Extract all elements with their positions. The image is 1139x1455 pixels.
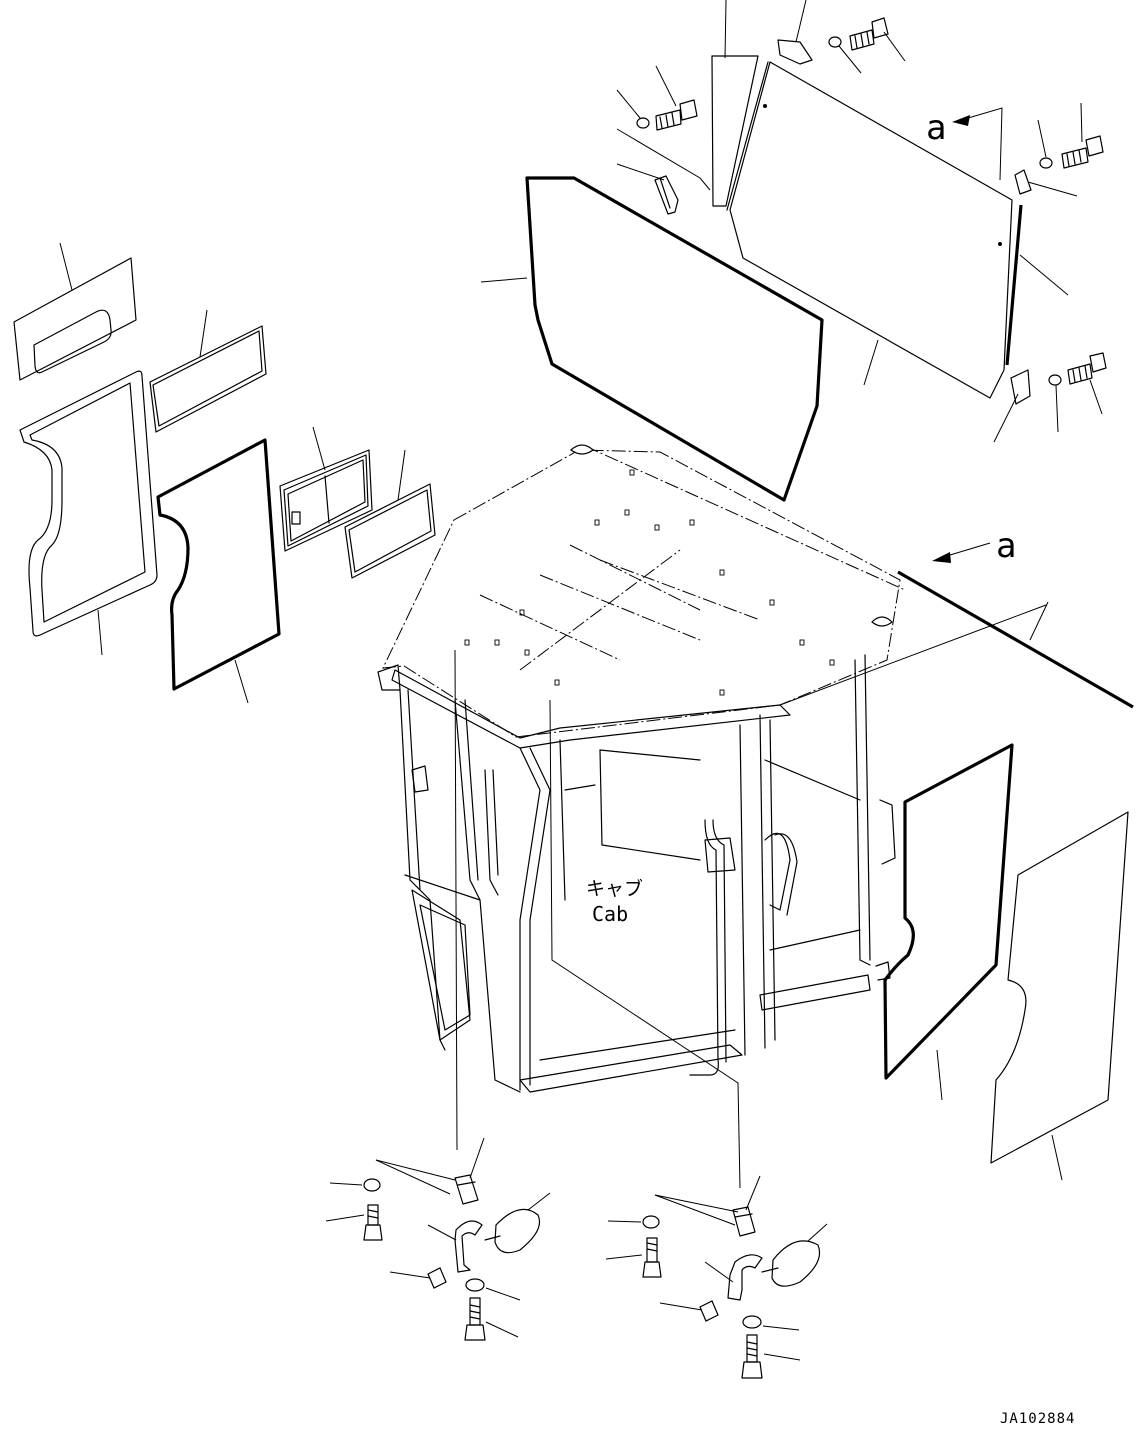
right-lower-washer <box>1048 374 1062 433</box>
right-foot-washer-lower <box>742 1315 800 1331</box>
left-door-glass <box>156 438 281 704</box>
right-upper-washer <box>1037 119 1053 169</box>
right-foot-pin <box>659 1300 719 1322</box>
left-upper-window-glass <box>13 242 137 381</box>
right-foot-assembly <box>605 1175 828 1379</box>
top-left-clip <box>616 128 711 215</box>
left-foot-pad <box>484 1192 551 1254</box>
left-foot-bracket <box>454 1137 485 1205</box>
cab-label-en: Cab <box>592 902 628 926</box>
right-foot-washer-upper <box>607 1215 660 1229</box>
left-foot-arm <box>427 1220 483 1273</box>
right-lower-clip <box>993 369 1031 443</box>
right-foot-bracket <box>732 1175 761 1237</box>
cab-frame: キャブ Cab <box>377 444 1047 1189</box>
left-door-seal <box>19 370 158 656</box>
top-left-bolt <box>655 65 698 131</box>
roof-holes <box>464 469 835 696</box>
right-upper-bolt <box>1061 102 1104 169</box>
left-foot-bolt-upper <box>325 1204 383 1241</box>
left-foot-pin <box>389 1267 447 1289</box>
rear-window-side-strip <box>1005 204 1069 366</box>
right-foot-arm <box>704 1254 763 1301</box>
left-foot-washer-lower <box>465 1278 521 1301</box>
right-door-glass-outer <box>990 811 1129 1181</box>
top-right-washer <box>828 36 862 74</box>
left-small-glass-lower <box>344 449 436 579</box>
view-arrow-right-label: a <box>996 526 1016 566</box>
right-lower-bolt <box>1067 352 1107 415</box>
right-door-glass <box>883 743 1014 1101</box>
view-arrow-top: a <box>926 107 1003 181</box>
right-foot-pad <box>761 1223 828 1287</box>
top-right-bolt <box>849 17 906 62</box>
left-sliding-window <box>279 426 373 552</box>
view-arrow-top-label: a <box>926 108 946 148</box>
left-foot-bolt-lower <box>464 1297 519 1341</box>
rear-window-seal-strip <box>711 0 759 207</box>
left-foot-assembly <box>325 1137 551 1341</box>
cab-label-jp: キャブ <box>586 877 643 900</box>
right-upper-clip <box>1014 169 1078 197</box>
roof-front-glass <box>480 176 824 502</box>
rear-window-glass <box>726 61 1013 399</box>
right-foot-bolt-lower <box>741 1334 801 1379</box>
left-small-glass <box>149 309 267 433</box>
drawing-number: JA102884 <box>1000 1411 1075 1427</box>
top-left-washer <box>616 89 650 129</box>
view-arrow-right: a <box>897 526 1134 709</box>
top-right-clip <box>777 0 813 65</box>
right-foot-bolt-upper <box>605 1237 662 1278</box>
left-foot-washer-upper <box>329 1178 381 1192</box>
